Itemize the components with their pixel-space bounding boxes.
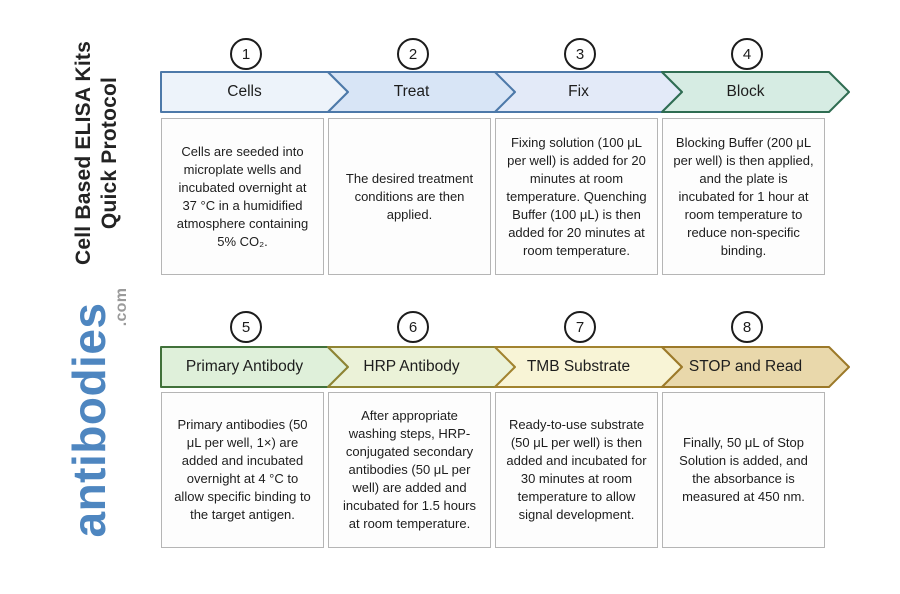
arrow-band-row2 bbox=[160, 346, 850, 388]
arrow-step-8 bbox=[661, 346, 850, 388]
step-5-description: Primary antibodies (50 μL per well, 1×) … bbox=[174, 417, 311, 522]
step-8-header-label: STOP and Read bbox=[688, 358, 803, 375]
page-title: Cell Based ELISA Kits Quick Protocol bbox=[62, 23, 132, 283]
step-8-number: 8 bbox=[731, 311, 763, 343]
step-2-header-label: Treat bbox=[393, 83, 430, 100]
step-2-number: 2 bbox=[397, 38, 429, 70]
step-3-description-box: Fixing solution (100 μL per well) is add… bbox=[495, 118, 658, 275]
page-title-line1: Cell Based ELISA Kits bbox=[72, 41, 95, 265]
step-5-number: 5 bbox=[230, 311, 262, 343]
step-4-description: Blocking Buffer (200 μL per well) is the… bbox=[673, 134, 814, 258]
brand-logo-suffix: .com bbox=[113, 287, 130, 327]
step-7-number: 7 bbox=[564, 311, 596, 343]
arrow-step-4 bbox=[661, 71, 850, 113]
step-1-header-label: Cells bbox=[227, 83, 262, 100]
step-5-header-label: Primary Antibody bbox=[185, 358, 304, 375]
step-7-description: Ready-to-use substrate (50 μL per well) … bbox=[506, 417, 647, 522]
arrow-band-row1 bbox=[160, 71, 850, 113]
step-3-description: Fixing solution (100 μL per well) is add… bbox=[506, 134, 647, 258]
step-7-description-box: Ready-to-use substrate (50 μL per well) … bbox=[495, 392, 658, 548]
step-6-description: After appropriate washing steps, HRP-con… bbox=[343, 408, 476, 531]
step-2-description-box: The desired treatment conditions are the… bbox=[328, 118, 491, 275]
page-title-line2: Quick Protocol bbox=[98, 76, 121, 230]
step-4-description-box: Blocking Buffer (200 μL per well) is the… bbox=[662, 118, 825, 275]
step-3-number: 3 bbox=[564, 38, 596, 70]
step-6-header-label: HRP Antibody bbox=[363, 358, 460, 375]
step-4-header-label: Block bbox=[726, 83, 765, 100]
step-1-number: 1 bbox=[230, 38, 262, 70]
step-6-description-box: After appropriate washing steps, HRP-con… bbox=[328, 392, 491, 548]
step-1-description: Cells are seeded into microplate wells a… bbox=[176, 143, 309, 249]
step-8-description: Finally, 50 μL of Stop Solution is added… bbox=[679, 435, 808, 504]
step-7-header-label: TMB Substrate bbox=[526, 358, 631, 375]
step-6-number: 6 bbox=[397, 311, 429, 343]
step-2-description: The desired treatment conditions are the… bbox=[345, 170, 474, 222]
step-3-header-label: Fix bbox=[568, 83, 589, 100]
step-1-description-box: Cells are seeded into microplate wells a… bbox=[161, 118, 324, 275]
step-8-description-box: Finally, 50 μL of Stop Solution is added… bbox=[662, 392, 825, 548]
step-4-number: 4 bbox=[731, 38, 763, 70]
step-5-description-box: Primary antibodies (50 μL per well, 1×) … bbox=[161, 392, 324, 548]
